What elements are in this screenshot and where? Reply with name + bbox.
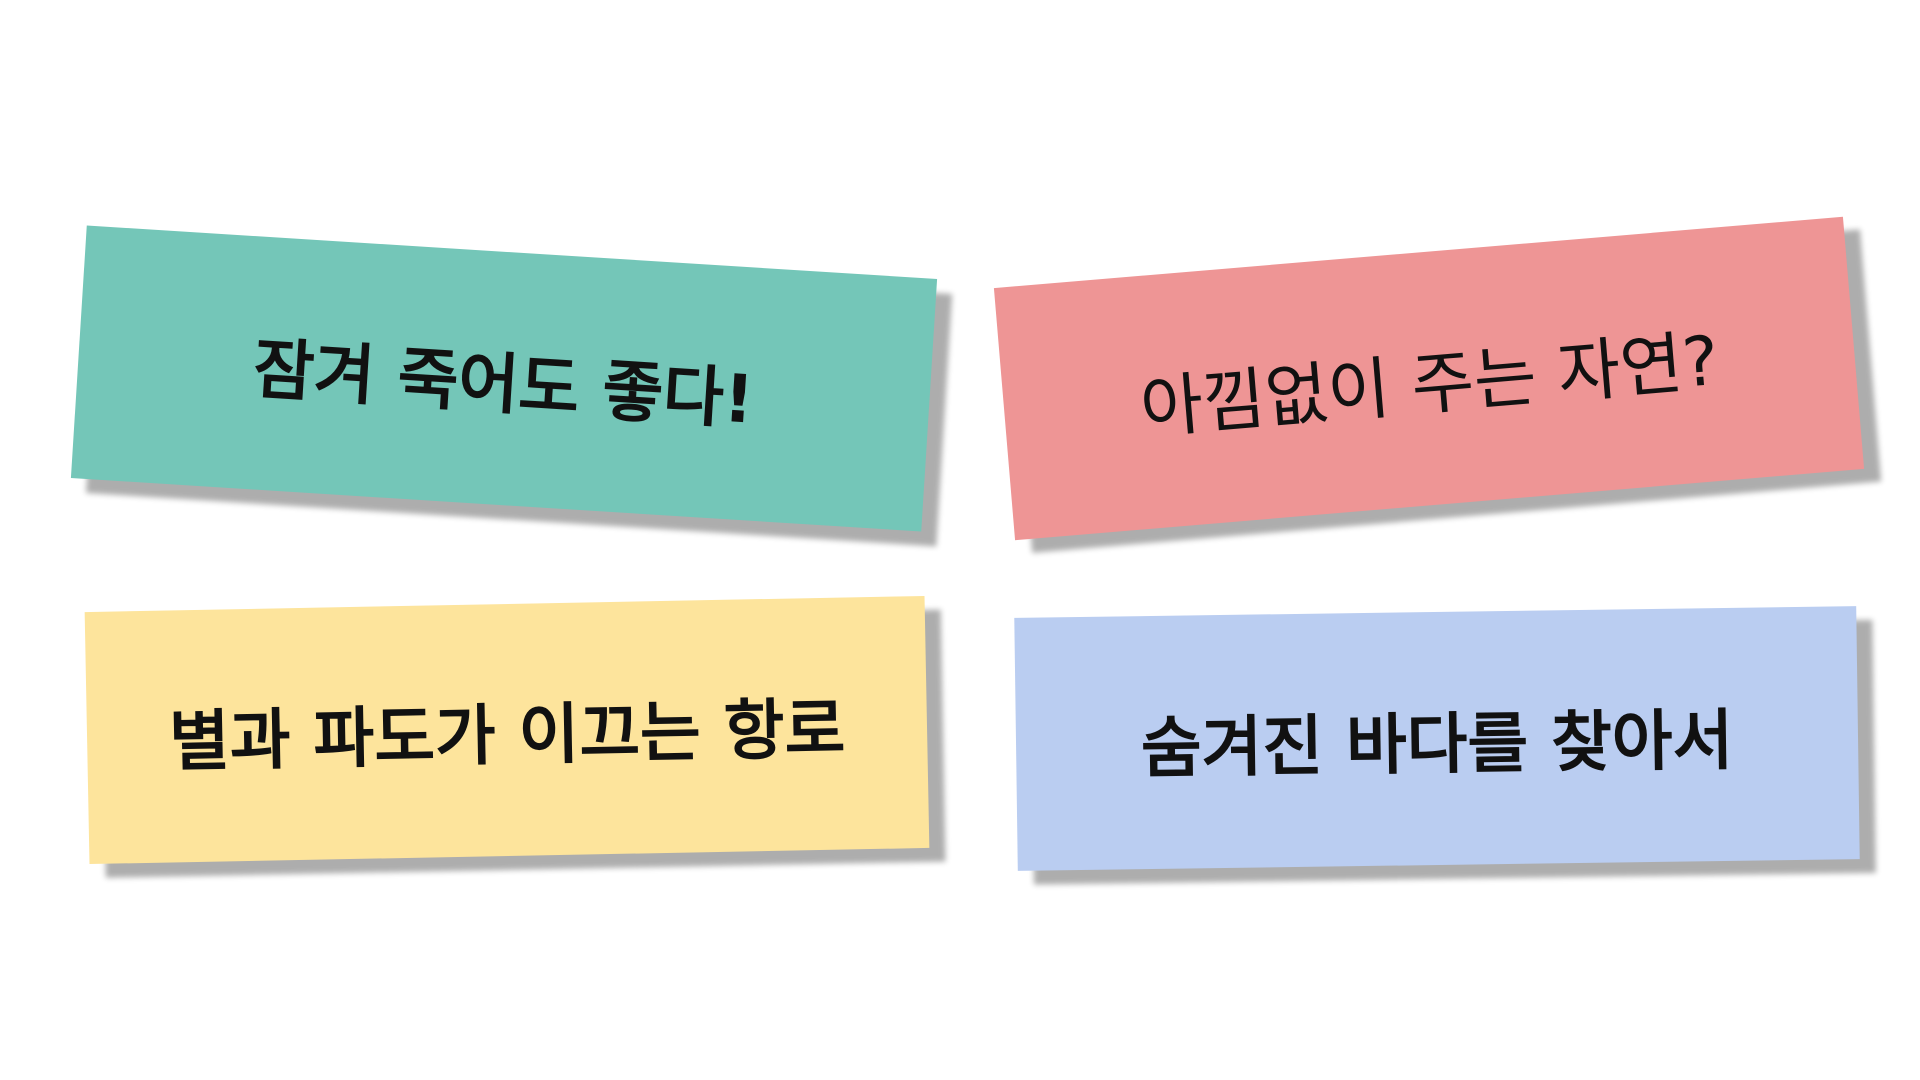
sticky-note-blue: 숨겨진 바다를 찾아서 [1014, 606, 1860, 871]
note-text: 별과 파도가 이끄는 항로 [168, 690, 846, 781]
sticky-note-yellow: 별과 파도가 이끄는 항로 [84, 595, 930, 865]
sticky-note-teal: 잠겨 죽어도 좋다! [70, 225, 938, 532]
sticky-note-pink: 아낌없이 주는 자연? [993, 216, 1865, 541]
note-text: 숨겨진 바다를 찾아서 [1140, 701, 1734, 787]
note-text: 아낌없이 주는 자연? [1137, 321, 1722, 450]
note-text: 잠겨 죽어도 좋다! [251, 329, 757, 439]
